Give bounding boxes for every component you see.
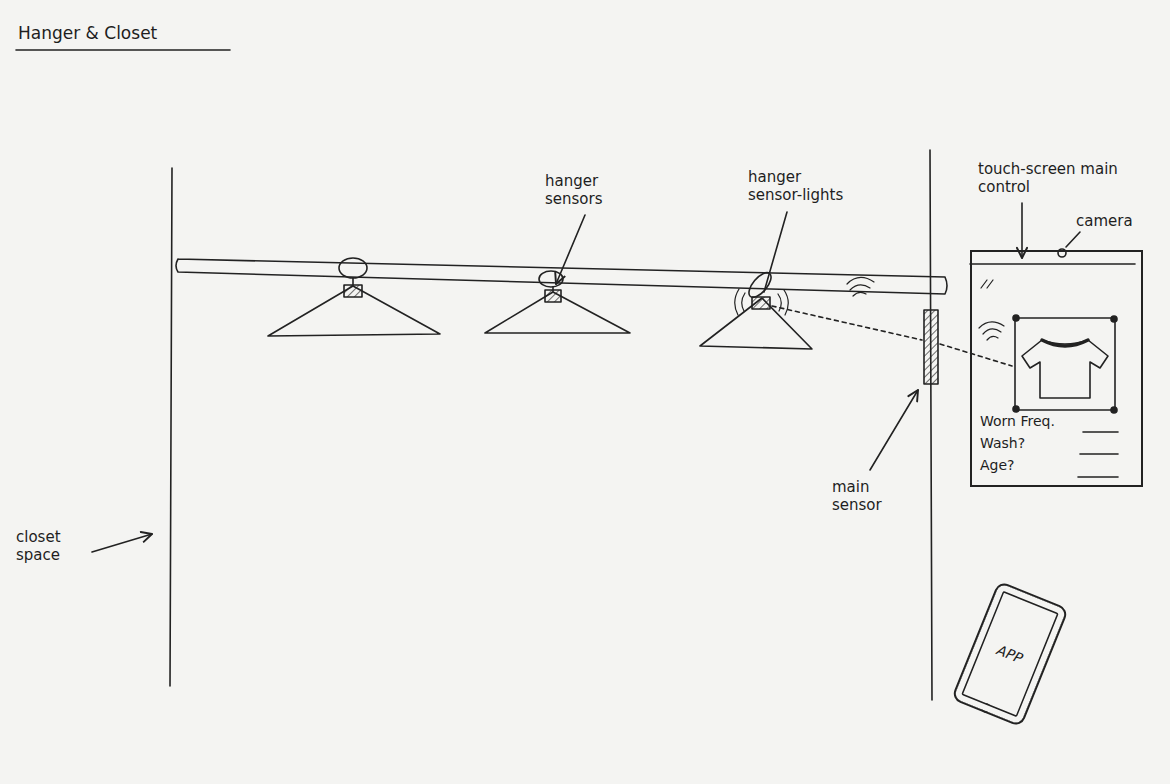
leader-line <box>764 212 787 292</box>
callout-label: camera <box>1076 212 1146 230</box>
leader-line <box>870 390 918 470</box>
closet-wall <box>170 168 172 686</box>
frame-corner <box>1013 315 1117 413</box>
image-frame <box>1015 318 1115 410</box>
shirt <box>1022 340 1108 398</box>
screen-field: Wash? <box>980 432 1141 454</box>
blank-line <box>1078 476 1118 478</box>
blank-line <box>1080 453 1118 455</box>
leader-line <box>556 215 585 284</box>
app-text: APP <box>994 639 1027 669</box>
main-sensor <box>924 310 938 384</box>
hanger <box>268 258 440 336</box>
callout-label: closet space <box>16 528 86 564</box>
screen-glare <box>981 280 993 288</box>
signal-waves <box>847 277 874 296</box>
screen-top-bar <box>970 263 1135 265</box>
signal-waves <box>979 322 1004 340</box>
blank-line <box>1083 431 1118 433</box>
page-title: Hanger & Closet <box>18 24 157 42</box>
touch-screen-panel: Worn Freq.Wash?Age? <box>970 250 1143 487</box>
shirt-collar <box>1042 340 1088 346</box>
callout-label: hanger sensors <box>545 172 625 208</box>
callout-label: hanger sensor-lights <box>748 168 848 204</box>
hanger <box>700 269 812 349</box>
screen-field: Worn Freq. <box>980 410 1141 432</box>
closet-rod <box>176 259 947 294</box>
leader-line <box>1066 232 1080 247</box>
phone-app: APP <box>951 580 1069 727</box>
callout-label: main sensor <box>832 478 902 514</box>
phone-button <box>982 704 990 712</box>
signal-line <box>772 306 922 340</box>
callout-label: touch-screen main control <box>978 160 1128 196</box>
signal-line <box>940 344 1012 366</box>
title-underline <box>16 49 230 51</box>
screen-field: Age? <box>980 454 1141 476</box>
closet-wall <box>930 150 932 700</box>
leader-line <box>92 534 152 552</box>
